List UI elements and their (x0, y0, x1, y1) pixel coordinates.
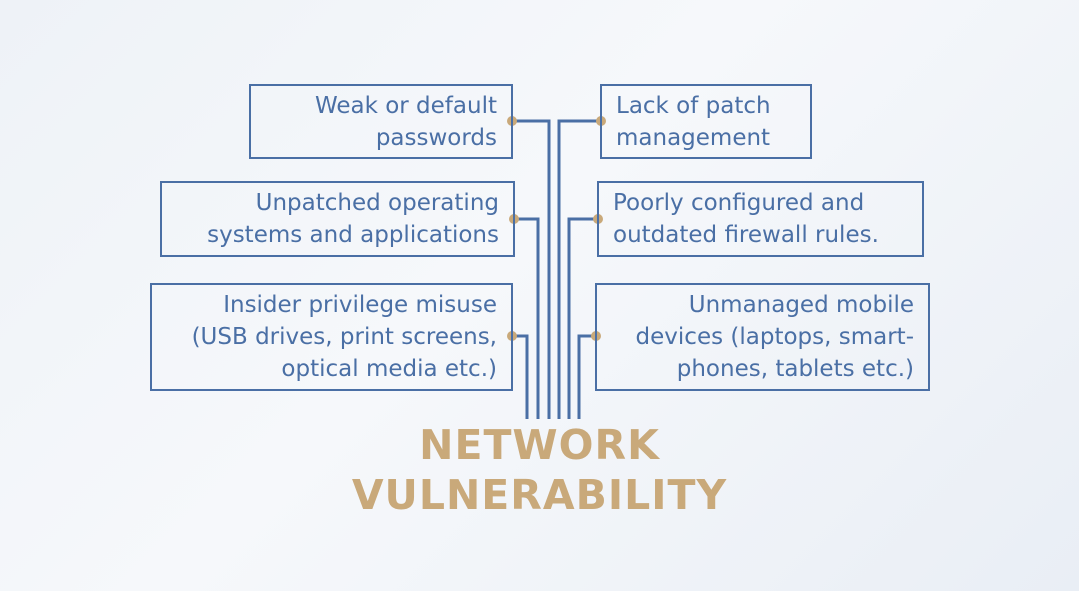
vulnerability-box-mobile-devices: Unmanaged mobile devices (laptops, smart… (595, 283, 930, 391)
box-text-line: passwords (375, 124, 497, 151)
box-text-line: devices (laptops, smart- (635, 324, 914, 350)
box-text-line: (USB drives, print screens, (191, 324, 497, 350)
vulnerability-box-weak-passwords: Weak or default passwords (249, 84, 513, 159)
box-text-line: Poorly configured and (613, 190, 865, 216)
diagram-title-line-2: VULNERABILITY (351, 471, 728, 519)
box-text-line: optical media etc.) (281, 356, 497, 382)
connector-left-1 (512, 119, 551, 419)
box-text-line: Insider privilege misuse (223, 292, 497, 318)
box-text-line: phones, tablets etc.) (676, 356, 914, 382)
box-text-line: management (616, 124, 771, 151)
connector-right-1 (557, 119, 601, 419)
box-text-line: Weak or default (314, 92, 497, 119)
vulnerability-box-unpatched-systems: Unpatched operating systems and applicat… (160, 181, 515, 257)
vulnerability-box-firewall-rules: Poorly configured and outdated firewall … (597, 181, 924, 257)
connector-right-2 (567, 217, 598, 419)
box-text-line: Unpatched operating (255, 190, 499, 216)
box-text-line: Lack of patch (616, 92, 771, 119)
box-text-line: Unmanaged mobile (688, 292, 914, 318)
vulnerability-box-patch-management: Lack of patch management (600, 84, 812, 159)
connector-left-3 (512, 334, 529, 419)
box-text-line: systems and applications (207, 222, 499, 248)
diagram-title-line-1: NETWORK (419, 421, 660, 469)
connector-left-2 (514, 217, 540, 419)
vulnerability-box-insider-misuse: Insider privilege misuse (USB drives, pr… (150, 283, 513, 391)
connector-right-3 (577, 334, 596, 419)
box-text-line: outdated firewall rules. (613, 222, 879, 248)
